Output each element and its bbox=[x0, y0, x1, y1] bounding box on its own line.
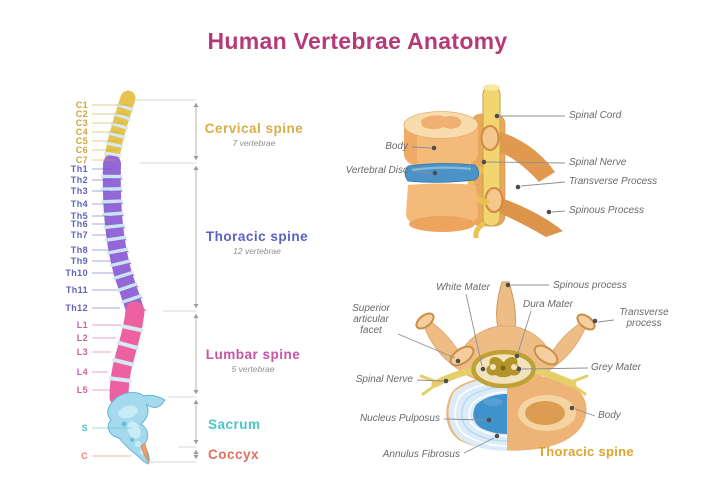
vertebra-label-th7: Th7 bbox=[70, 230, 88, 240]
annotation-superior-articular-facet: Superior articular facet bbox=[352, 303, 390, 336]
section-bracket bbox=[135, 99, 199, 463]
vertebra-label-l2: L2 bbox=[76, 333, 88, 343]
cervical-spine-label: Cervical spine bbox=[204, 121, 304, 136]
vertebra-label-l5: L5 bbox=[76, 385, 88, 395]
vertebra-label-th4: Th4 bbox=[70, 199, 88, 209]
vertebra-label-s: S bbox=[81, 423, 88, 433]
vertebra-label-l1: L1 bbox=[76, 320, 88, 330]
sacrum-label: Sacrum bbox=[208, 417, 261, 432]
vertebra-label-c5: C5 bbox=[75, 136, 88, 146]
annotation-body: Body bbox=[385, 141, 408, 152]
lumbar-spine-label: Lumbar spine bbox=[205, 347, 301, 362]
vertebra-label-th10: Th10 bbox=[65, 268, 88, 278]
coccyx-label: Coccyx bbox=[208, 447, 260, 462]
annotation-transverse-process: Transverse Process bbox=[569, 176, 658, 187]
vertebrae-figure bbox=[403, 84, 563, 238]
annotation-spinous-process: Spinous Process bbox=[569, 205, 645, 216]
annotation-spinal-cord: Spinal Cord bbox=[569, 110, 622, 121]
section-heading-coccyx: Coccyx bbox=[208, 447, 308, 462]
vertebra-label-c1: C1 bbox=[75, 100, 88, 110]
vertebra-label-l3: L3 bbox=[76, 347, 88, 357]
vertebra-label-c6: C6 bbox=[75, 145, 88, 155]
annotation-body-2: Body bbox=[598, 410, 621, 421]
vertebra-label-th6: Th6 bbox=[70, 219, 88, 229]
vertebra-label-th1: Th1 bbox=[70, 164, 88, 174]
section-heading-lumbar: Lumbar spine 5 vertebrae bbox=[196, 347, 310, 374]
lumbar-count: 5 vertebrae bbox=[231, 364, 275, 374]
thoracic-count: 12 vertebrae bbox=[233, 246, 281, 256]
vertebra-label-th2: Th2 bbox=[70, 175, 88, 185]
section-heading-thoracic: Thoracic spine 12 vertebrae bbox=[198, 229, 316, 256]
cervical-count: 7 vertebrae bbox=[232, 138, 276, 148]
vertebra-label-c4: C4 bbox=[75, 127, 88, 137]
vertebra-label-c7: C7 bbox=[75, 155, 88, 165]
thoracic-spine-label: Thoracic spine bbox=[205, 229, 309, 244]
vertebra-label-th8: Th8 bbox=[70, 245, 88, 255]
section-heading-sacrum: Sacrum bbox=[208, 417, 308, 432]
vertebra-label-th11: Th11 bbox=[65, 285, 88, 295]
spine-illustration bbox=[101, 90, 166, 465]
section-heading-cervical: Cervical spine 7 vertebrae bbox=[198, 121, 310, 148]
vertebra-label-l4: L4 bbox=[76, 367, 88, 377]
cross-section-figure bbox=[415, 281, 596, 451]
vertebra-label-th9: Th9 bbox=[70, 256, 88, 266]
page-title: Human Vertebrae Anatomy bbox=[207, 28, 508, 54]
annotation-spinal-nerve: Spinal Nerve bbox=[569, 157, 627, 168]
vertebra-label-c2: C2 bbox=[75, 109, 88, 119]
annotation-transverse-process-2: Transverse process bbox=[619, 307, 669, 329]
vertebra-label-th3: Th3 bbox=[70, 186, 88, 196]
coccyx-shape bbox=[140, 442, 150, 464]
vertebra-label-th12: Th12 bbox=[65, 303, 88, 313]
vertebra-label-c: C bbox=[81, 451, 88, 461]
annotation-vertebral-disc: Vertebral Disc bbox=[345, 165, 408, 176]
vertebra-label-c3: C3 bbox=[75, 118, 88, 128]
cross-section-caption: Thoracic spine bbox=[538, 444, 634, 459]
vertebra-label-th5: Th5 bbox=[70, 211, 88, 221]
